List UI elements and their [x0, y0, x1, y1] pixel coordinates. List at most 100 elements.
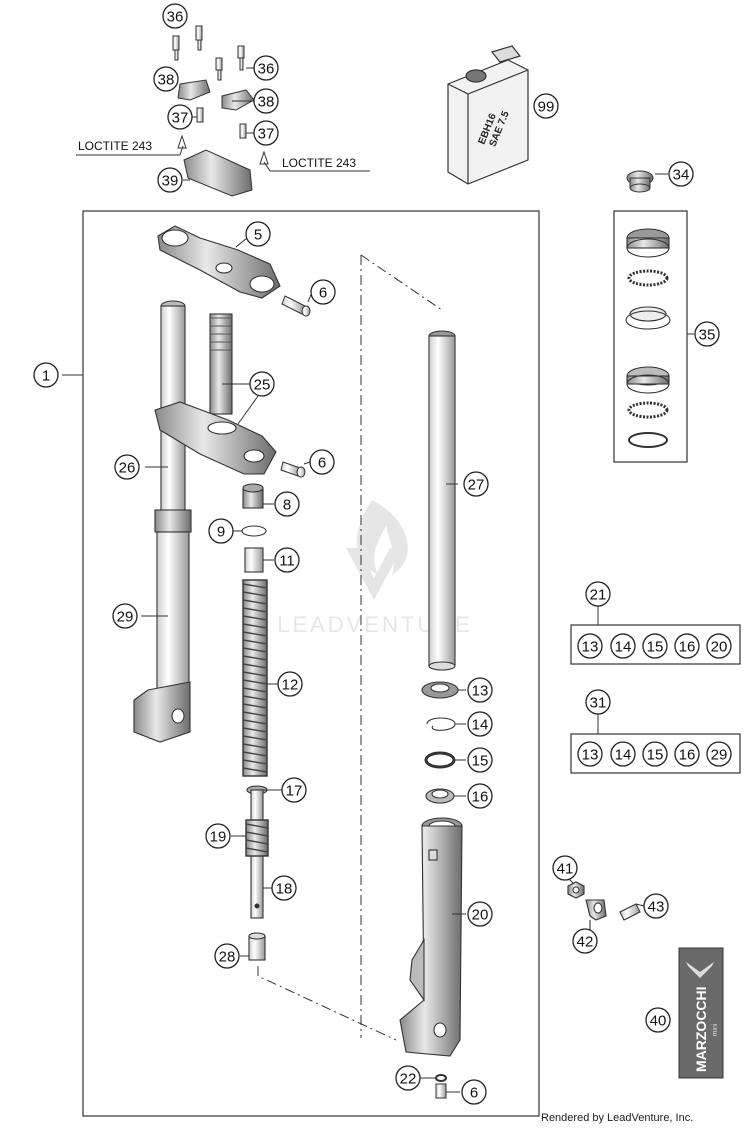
callout-29: 29: [112, 603, 138, 629]
badge-brand-text: MARZOCCHI: [693, 986, 709, 1072]
kit-member-circle: [610, 741, 636, 767]
callout-circle: [208, 518, 234, 544]
callout-number: 37: [258, 126, 275, 143]
callout-99: 99: [533, 93, 559, 119]
callout-circle: [467, 901, 493, 927]
callout-number: 36: [258, 61, 275, 78]
callout-number: 35: [699, 327, 716, 344]
callout-circle: [33, 362, 59, 388]
callout-circle: [214, 943, 240, 969]
kit-member-number: 13: [582, 747, 599, 764]
callout-number: 9: [217, 524, 225, 541]
main-kit-frame: [82, 210, 540, 1117]
kit-member-circle: [642, 633, 668, 659]
callout-14: 14: [467, 711, 493, 737]
callout-circle: [153, 66, 179, 92]
callout-number: 16: [472, 789, 489, 806]
callout-35: 35: [694, 321, 720, 347]
callout-number: 31: [590, 695, 607, 712]
callout-number: 20: [472, 907, 489, 924]
bolt-37-left: [196, 107, 204, 123]
callout-circle: [461, 1079, 487, 1105]
clamp-38-left: [177, 79, 211, 101]
oring-9: [241, 525, 267, 537]
callout-39: 39: [157, 167, 183, 193]
bolt-36-right: [215, 45, 245, 81]
kit-member-number: 16: [679, 747, 696, 764]
callout-6: 6: [309, 449, 335, 475]
kit-member-circle: [577, 741, 603, 767]
callout-circle: [533, 93, 559, 119]
kit-21-frame: [570, 624, 741, 665]
callout-circle: [467, 677, 493, 703]
callout-number: 15: [472, 753, 489, 770]
callout-circle: [274, 547, 300, 573]
bolt-36-left: [172, 25, 203, 61]
callout-number: 13: [472, 683, 489, 700]
kit-31-frame: [570, 733, 741, 774]
callout-27: 27: [463, 471, 489, 497]
right-fork-leg: [399, 330, 463, 1057]
callout-circle: [694, 321, 720, 347]
footer-credit: Rendered by LeadVenture, Inc.: [541, 1112, 693, 1124]
callout-circle: [395, 1065, 421, 1091]
kit-member-number: 13: [582, 639, 599, 656]
callout-number: 38: [158, 72, 175, 89]
handlebar-clamp-group: [76, 25, 370, 197]
callout-circle: [157, 167, 183, 193]
callout-number: 36: [167, 9, 184, 26]
washer-15: [424, 751, 456, 769]
callout-circle: [249, 371, 275, 397]
callout-number: 27: [468, 477, 485, 494]
callout-37: 37: [167, 104, 193, 130]
callout-number: 29: [117, 609, 134, 626]
kit-member-circle: [642, 741, 668, 767]
callout-18: 18: [271, 875, 297, 901]
callout-circle: [112, 603, 138, 629]
pinch-bolt-6-top: [281, 295, 311, 317]
callout-circle: [572, 928, 598, 954]
loctite-label-left: LOCTITE 243: [78, 139, 152, 153]
callout-number: 42: [577, 934, 594, 951]
pinch-bolt-6-mid: [280, 461, 306, 478]
rebound-spring-19: [245, 819, 269, 857]
callout-circle: [310, 279, 336, 305]
callout-circle: [643, 893, 669, 919]
callout-circle: [552, 855, 578, 881]
callout-number: 34: [673, 167, 690, 184]
callout-40: 40: [645, 1007, 671, 1033]
callout-number: 19: [210, 829, 227, 846]
kit-member-number: 16: [679, 639, 696, 656]
kit-member-number: 14: [615, 639, 632, 656]
fork-internals: [241, 483, 269, 961]
callout-21: 21: [585, 581, 611, 607]
callout-number: 17: [286, 783, 303, 800]
callout-38: 38: [253, 88, 279, 114]
callout-circle: [253, 88, 279, 114]
callout-25: 25: [249, 371, 275, 397]
callout-number: 41: [557, 861, 574, 878]
callout-42: 42: [572, 928, 598, 954]
callout-circle: [585, 581, 611, 607]
callout-number: 28: [219, 949, 236, 966]
kit-member-number: 29: [711, 747, 728, 764]
upper-triple-clamp: [157, 225, 281, 299]
callout-28: 28: [214, 943, 240, 969]
clip-14: [426, 717, 456, 731]
spring-12: [242, 579, 268, 777]
callout-circle: [167, 104, 193, 130]
callout-circle: [253, 120, 279, 146]
bearing-kit-frame: [613, 210, 688, 463]
callout-circle: [274, 491, 300, 517]
callout-number: 12: [282, 677, 299, 694]
kit-member-circle: [577, 633, 603, 659]
callout-36: 36: [253, 55, 279, 81]
kit-member-circle: [610, 633, 636, 659]
callout-number: 99: [538, 99, 555, 116]
kit-member-circle: [706, 633, 732, 659]
fork-oil-can: [447, 45, 529, 185]
callout-number: 18: [276, 881, 293, 898]
kit-member-number: 14: [615, 747, 632, 764]
